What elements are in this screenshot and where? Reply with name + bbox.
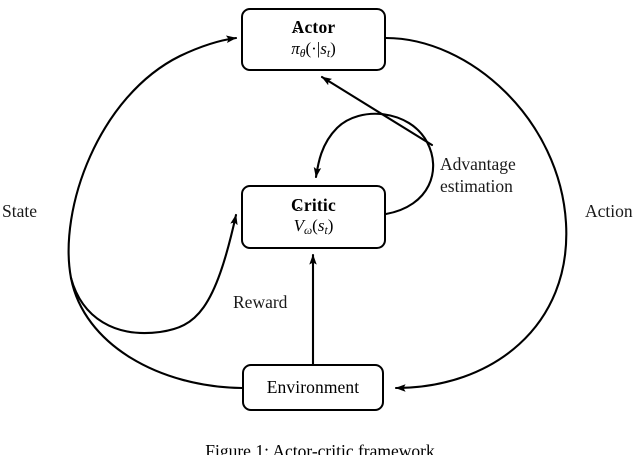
critic-value-close: ) — [327, 216, 334, 236]
edge-label-state: State — [2, 201, 37, 221]
actor-policy-arg: (·| — [305, 38, 321, 58]
edge-state-arc-to-critic — [69, 213, 238, 335]
edge-advantage-to-actor — [320, 75, 434, 147]
critic-value-subscript: ω — [304, 224, 313, 238]
critic-value-open: ( — [312, 216, 318, 236]
node-environment-title: Environment — [266, 376, 360, 397]
edge-label-reward: Reward — [233, 292, 288, 312]
actor-policy-state-sub: t — [326, 46, 331, 60]
node-environment[interactable]: Environment — [242, 364, 384, 411]
edge-label-advantage: Advantage estimation — [440, 153, 516, 198]
actor-policy-subscript: θ — [299, 46, 306, 60]
edge-state-arc-to-actor — [67, 35, 238, 280]
critic-value-state: s — [317, 216, 325, 236]
node-critic-title: Critic — [291, 194, 336, 215]
critic-value-state-sub: t — [324, 224, 328, 238]
node-actor-title: Actor — [291, 17, 336, 38]
edge-state-to-actor-path — [69, 276, 244, 390]
edge-action-actor-to-environment — [384, 36, 568, 392]
actor-policy-close: ) — [330, 38, 336, 58]
actor-policy-state: s — [320, 38, 327, 58]
critic-value-hat: ˆ — [296, 205, 302, 223]
edge-label-advantage-line2: estimation — [440, 176, 513, 197]
edge-label-advantage-line1: Advantage — [440, 154, 516, 174]
edge-advantage-critic-self-loop — [313, 112, 435, 216]
edge-label-action: Action — [585, 201, 633, 221]
figure-caption: Figure 1: Actor-critic framework — [205, 441, 435, 455]
actor-policy-hat: ˆ — [292, 27, 299, 45]
